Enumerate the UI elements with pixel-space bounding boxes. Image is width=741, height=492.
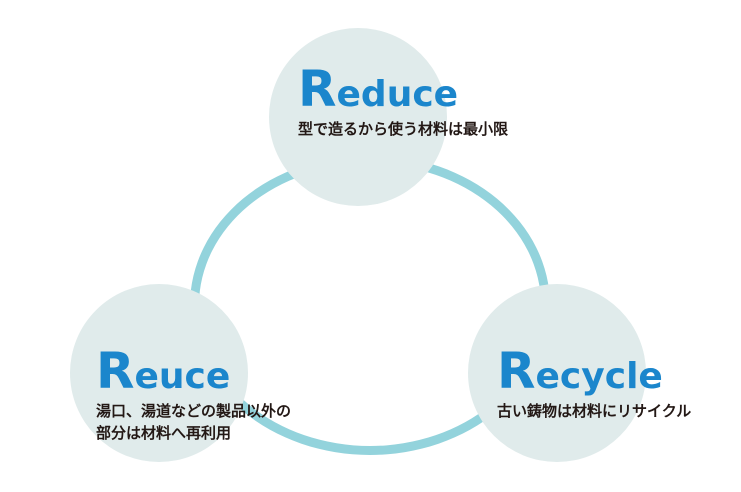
reuce-title-initial: R bbox=[96, 342, 135, 400]
reuce-title-rest: euce bbox=[134, 356, 231, 397]
reuce-description-line-2: 部分は材料へ再利用 bbox=[96, 424, 232, 442]
reuce-description: 湯口、湯道などの製品以外の 部分は材料へ再利用 bbox=[96, 400, 291, 444]
reuce-circle bbox=[70, 284, 248, 462]
recycle-title-initial: R bbox=[497, 342, 536, 400]
reuce-title: Reuce bbox=[96, 346, 291, 396]
recycle-label: Recycle 古い鋳物は材料にリサイクル bbox=[497, 346, 691, 422]
reduce-description: 型で造るから使う材料は最小限 bbox=[298, 120, 509, 138]
recycle-title: Recycle bbox=[497, 346, 691, 396]
reduce-circle bbox=[269, 28, 447, 206]
recycle-description: 古い鋳物は材料にリサイクル bbox=[497, 402, 692, 420]
reuce-label: Reuce 湯口、湯道などの製品以外の 部分は材料へ再利用 bbox=[96, 346, 291, 444]
recycle-title-rest: ecycle bbox=[535, 356, 663, 397]
reduce-title-rest: educe bbox=[336, 74, 459, 115]
reuce-description-line-1: 湯口、湯道などの製品以外の bbox=[96, 402, 292, 420]
reduce-title: Reduce bbox=[298, 64, 508, 114]
reduce-title-initial: R bbox=[298, 60, 337, 118]
recycle-circle bbox=[468, 284, 646, 462]
reduce-label: Reduce 型で造るから使う材料は最小限 bbox=[298, 64, 508, 140]
